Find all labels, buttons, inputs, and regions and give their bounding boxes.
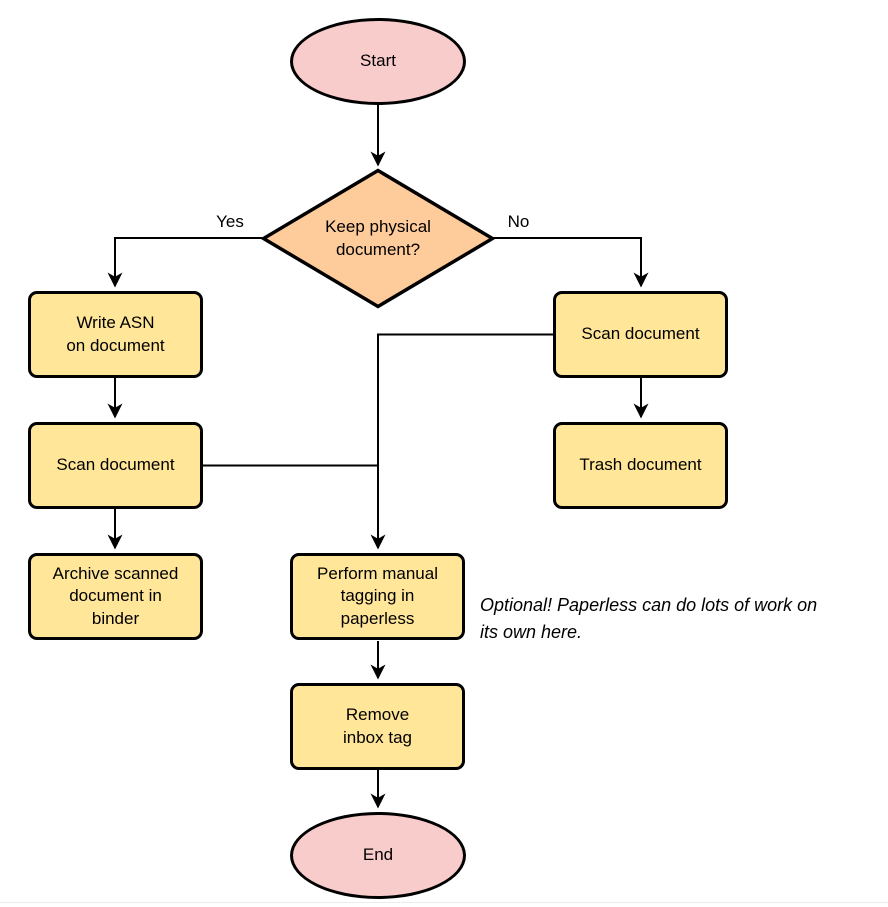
node-archive-scanned-document: Archive scanned document in binder <box>28 553 203 640</box>
edge-label-yes: Yes <box>216 212 244 231</box>
node-write-asn-label: Write ASN on document <box>66 313 165 355</box>
node-scan-document-left: Scan document <box>28 422 203 509</box>
node-perform-manual-tagging-label: Perform manual tagging in paperless <box>317 563 438 628</box>
node-write-asn: Write ASN on document <box>28 291 203 378</box>
node-start: Start <box>290 18 466 105</box>
bottom-divider-line <box>0 902 888 903</box>
node-scan-document-right-label: Scan document <box>581 324 700 344</box>
edge-decision-no-to-scan-right <box>493 237 649 288</box>
node-end-label: End <box>362 845 394 865</box>
edge-label-no: No <box>507 212 530 231</box>
optional-note: Optional! Paperless can do lots of work … <box>480 595 818 642</box>
node-remove-inbox-tag-label: Remove inbox tag <box>343 705 412 747</box>
edge-scan-right-to-tagging <box>370 333 553 550</box>
node-trash-document-label: Trash document <box>579 455 702 475</box>
node-remove-inbox-tag: Remove inbox tag <box>290 683 465 770</box>
decision-diamond-shape <box>261 168 495 309</box>
node-decision-keep-physical-document: Keep physical document? <box>261 168 495 309</box>
node-archive-scanned-document-label: Archive scanned document in binder <box>52 563 179 628</box>
node-start-label: Start <box>360 51 396 71</box>
edge-decision-yes-to-write-asn <box>107 237 263 288</box>
node-decision-label: Keep physical document? <box>325 217 431 259</box>
node-scan-document-right: Scan document <box>553 291 728 378</box>
node-scan-document-left-label: Scan document <box>56 455 175 475</box>
node-trash-document: Trash document <box>553 422 728 509</box>
node-end: End <box>290 812 466 899</box>
node-perform-manual-tagging: Perform manual tagging in paperless <box>290 553 465 640</box>
